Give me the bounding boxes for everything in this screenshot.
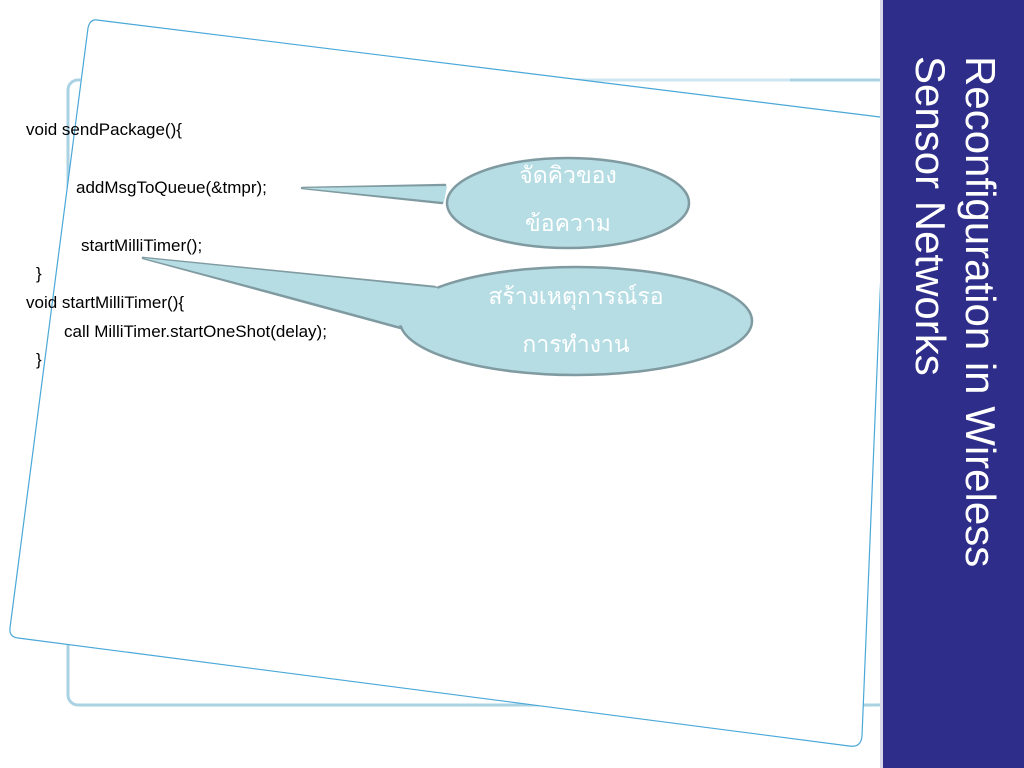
slide-title-line2: Sensor Networks [907,56,954,376]
code-line-send-package: void sendPackage(){ [26,120,182,139]
code-line-start-timer-call: startMilliTimer(); [81,236,203,255]
callout-text-queue-line2: ข้อความ [525,211,611,237]
callout-queue-message [300,156,691,250]
callout-text-wait-line1: สร้างเหตุการณ์รอ [488,284,664,310]
code-line-start-timer-def: void startMilliTimer(){ [26,293,185,312]
callout-text-wait-line2: การทำงาน [522,332,630,358]
callout-text-queue: จัดคิวของ ข้อความ [468,152,668,248]
slide-title-line1: Reconfiguration in Wireless [957,56,1004,568]
code-line-one-shot: call MilliTimer.startOneShot(delay); [64,322,327,341]
callout-text-queue-line1: จัดคิวของ [519,163,617,189]
callout-wait-event [141,256,754,377]
title-sidebar [880,0,1024,768]
code-line-close-brace-2: } [36,350,42,369]
callout-text-wait: สร้างเหตุการณ์รอ การทำงาน [446,273,706,369]
slide-title: Reconfiguration in Wireless Sensor Netwo… [905,56,1005,567]
code-line-add-msg: addMsgToQueue(&tmpr); [76,178,267,197]
code-line-close-brace-1: } [36,264,42,283]
